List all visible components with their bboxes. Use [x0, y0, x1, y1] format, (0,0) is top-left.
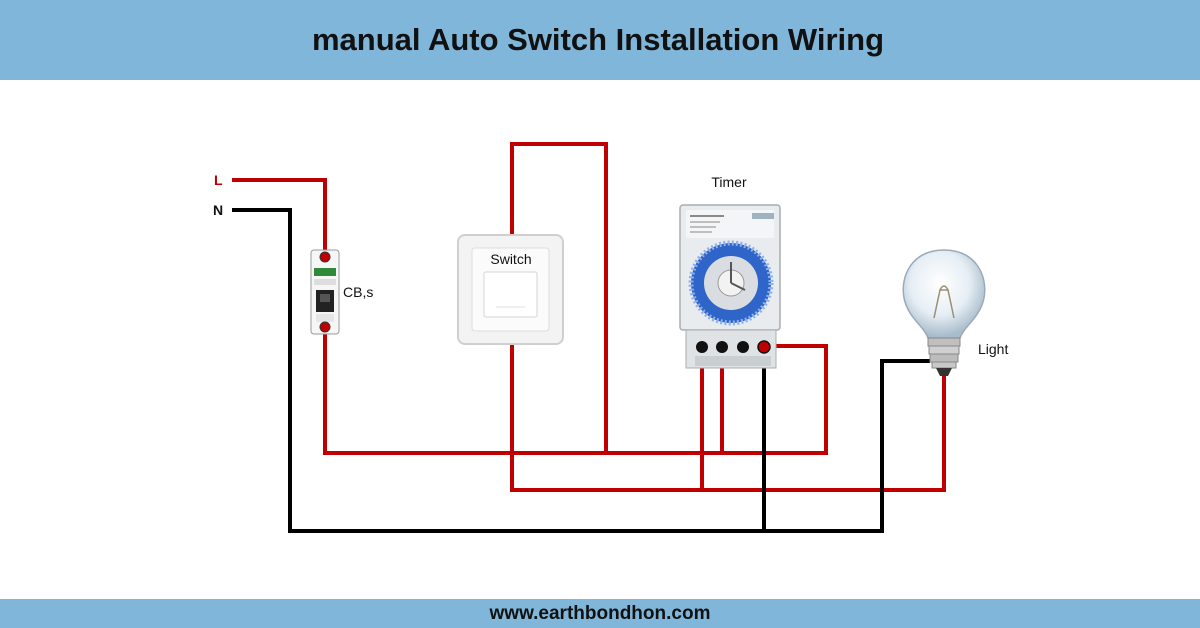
footer-banner: www.earthbondhon.com	[0, 599, 1200, 628]
switch-label: Switch	[490, 251, 531, 267]
website-url: www.earthbondhon.com	[489, 602, 711, 624]
neutral-wires	[232, 208, 930, 533]
circuit-breaker-icon	[310, 249, 340, 335]
wire-switch-to-light	[510, 340, 946, 492]
title-banner: manual Auto Switch Installation Wiring	[0, 0, 1200, 80]
line-label: L	[214, 172, 223, 188]
breaker-label: CB,s	[343, 284, 373, 300]
light-bulb-icon	[902, 249, 986, 376]
wall-switch-icon	[457, 234, 564, 345]
timer-icon	[679, 204, 781, 369]
light-label: Light	[978, 341, 1008, 357]
wire-neutral-main	[232, 208, 930, 533]
page-title: manual Auto Switch Installation Wiring	[311, 22, 885, 57]
neutral-label: N	[213, 202, 223, 218]
wire-l-to-breaker	[232, 178, 327, 258]
timer-label: Timer	[711, 174, 747, 190]
live-wires	[232, 142, 946, 492]
wire-breaker-to-timer	[323, 330, 828, 455]
wire-switch-loop	[510, 142, 608, 453]
